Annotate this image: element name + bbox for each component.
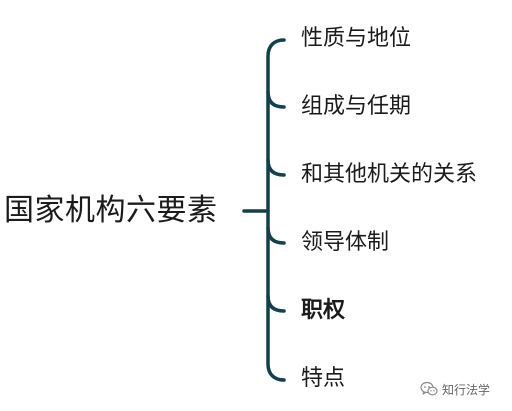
branch-label-lingdao: 领导体制: [301, 230, 390, 255]
branch-label-guanxi: 和其他机关的关系: [301, 162, 478, 187]
branch-connector-guanxi: [266, 158, 286, 177]
root-node-label: 国家机构六要素: [4, 193, 218, 228]
branch-bracket: [266, 38, 286, 382]
branch-connector-zucheng: [266, 90, 286, 109]
branch-connector-zhiquan: [266, 294, 286, 313]
watermark: 知行法学: [420, 378, 490, 400]
wechat-icon: [420, 381, 438, 396]
branch-label-zhiquan: 职权: [301, 298, 346, 323]
branch-connector-lingdao: [266, 226, 286, 245]
branch-label-tedian: 特点: [301, 366, 346, 391]
watermark-text: 知行法学: [442, 382, 491, 397]
branch-label-zucheng: 组成与任期: [301, 94, 412, 119]
branch-label-xingzhi: 性质与地位: [301, 26, 412, 51]
